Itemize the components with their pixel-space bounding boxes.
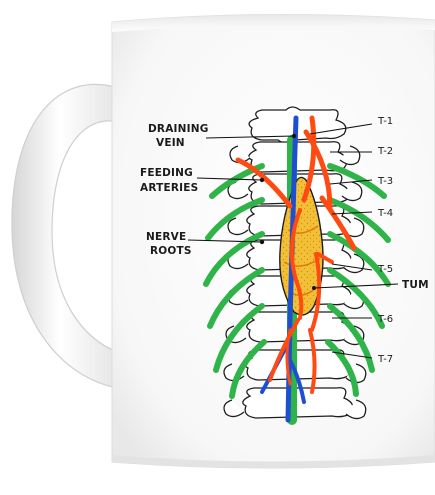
label-t6: T-6 bbox=[377, 314, 393, 325]
label-t1: T-1 bbox=[377, 116, 393, 127]
label-t4: T-4 bbox=[377, 208, 393, 219]
vertebra-labels: T-1 T-2 T-3 T-4 T-5 T-6 T-7 TUM bbox=[377, 116, 429, 365]
mug-handle bbox=[11, 83, 119, 389]
label-feeding-line1: FEEDING bbox=[140, 167, 193, 179]
label-nerve-line2: ROOTS bbox=[150, 245, 192, 257]
label-nerve-line1: NERVE bbox=[146, 231, 186, 243]
left-labels: DRAINING VEIN FEEDING ARTERIES NERVE ROO… bbox=[140, 123, 209, 257]
label-draining-line1: DRAINING bbox=[148, 123, 209, 135]
label-feeding-line2: ARTERIES bbox=[140, 182, 198, 194]
vertebra-t9 bbox=[242, 387, 354, 419]
label-draining-line2: VEIN bbox=[156, 137, 185, 149]
leader-lines bbox=[187, 123, 399, 359]
label-t2: T-2 bbox=[377, 146, 393, 157]
label-tumor: TUM bbox=[402, 279, 429, 291]
feeding-arteries bbox=[235, 115, 357, 394]
label-t5: T-5 bbox=[377, 264, 393, 275]
label-t3: T-3 bbox=[377, 176, 393, 187]
label-t7: T-7 bbox=[377, 354, 393, 365]
